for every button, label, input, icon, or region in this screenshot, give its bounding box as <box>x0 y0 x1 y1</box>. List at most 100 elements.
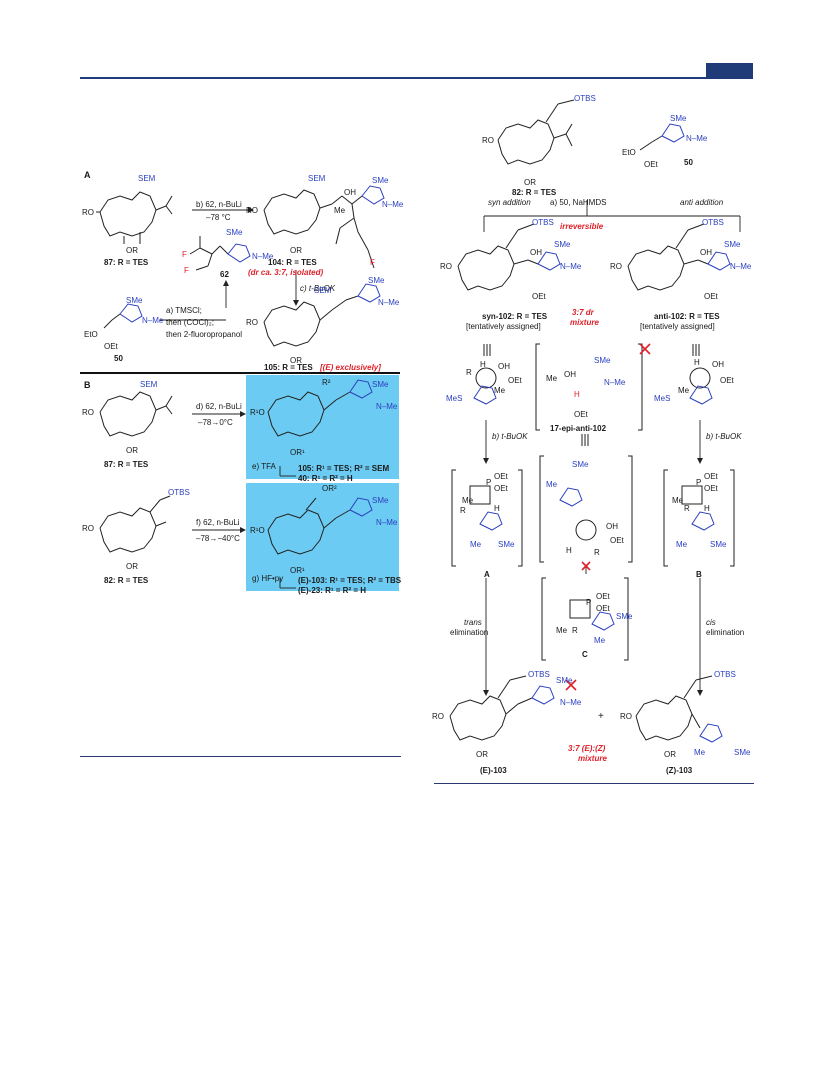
f-label-104: F <box>370 258 375 267</box>
me-label-104: Me <box>334 206 346 215</box>
nme-label-50a: N–Me <box>142 316 164 325</box>
nme-label-105: N–Me <box>378 298 400 307</box>
step-a-line2: then (COCl)₂; <box>166 318 215 327</box>
mes-label-newman-right: MeS <box>654 394 671 403</box>
f-label-62b: F <box>184 266 189 275</box>
sme-label-b: SMe <box>710 540 727 549</box>
ro-label-82: RO <box>482 136 494 145</box>
step-a-right: a) 50, NaHMDS <box>550 198 607 207</box>
sem-label-87: SEM <box>138 174 156 183</box>
intermediate-b-label: B <box>696 570 702 579</box>
anti-102 <box>627 223 731 291</box>
product-40-line: 40: R¹ = R² = H <box>298 474 353 483</box>
ro-label-e103: RO <box>432 712 444 721</box>
panel-a-letter: A <box>84 170 91 180</box>
or-label-104: OR <box>290 246 302 255</box>
step-g-reagents: g) HF•py <box>252 574 284 583</box>
header-tab <box>706 63 753 77</box>
step-f-temp: –78→−40°C <box>196 534 240 543</box>
sme-label-50a: SMe <box>126 296 143 305</box>
oh-label-epi: OH <box>564 370 576 379</box>
r-label-b: R <box>684 504 690 513</box>
intermediate-a-label: A <box>484 570 490 579</box>
compound-82-b-caption: 82: R = TES <box>104 576 149 585</box>
otbs-label-82: OTBS <box>574 94 596 103</box>
oh-label-mid: OH <box>606 522 618 531</box>
oh-label-syn102: OH <box>530 248 542 257</box>
oet-label-newman-right: OEt <box>720 376 734 385</box>
r2-label-40: R² <box>322 378 331 387</box>
step-b-reagents: b) 62, n-BuLi <box>196 200 242 209</box>
nme-label-e103: N–Me <box>560 698 582 707</box>
or2-label-23: OR² <box>322 484 337 493</box>
me-label-mid: Me <box>546 480 558 489</box>
oet-label-mid: OEt <box>610 536 624 545</box>
epi-102-caption: 17-epi-anti-102 <box>550 424 607 433</box>
cis-elimination-label: elimination <box>706 628 745 637</box>
left-footer-rule <box>80 756 401 757</box>
ro-label-87b: RO <box>82 408 94 417</box>
oet-label-epi: OEt <box>574 410 588 419</box>
step-c-reagents: c) t-BuOK <box>300 284 336 293</box>
r1o-label-40: R¹O <box>250 408 265 417</box>
f-label-62a: F <box>182 250 187 259</box>
step-f-reagents: f) 62, n-BuLi <box>196 518 240 527</box>
sme-label-104: SMe <box>372 176 389 185</box>
otbs-label-anti102: OTBS <box>702 218 724 227</box>
trans-elimination-label: elimination <box>450 628 489 637</box>
ro-label-105: RO <box>246 318 258 327</box>
sme-label-mid: SMe <box>572 460 589 469</box>
step-d-reagents: d) 62, n-BuLi <box>196 402 242 411</box>
or-label-82b: OR <box>126 562 138 571</box>
syn-102-caption: syn-102: R = TES <box>482 312 548 321</box>
sme-label-40: SMe <box>372 380 389 389</box>
step-a-line1: a) TMSCl; <box>166 306 202 315</box>
reagent-50-left <box>103 303 143 329</box>
me-label-newman-right: Me <box>678 386 690 395</box>
sem-label-105: SEM <box>314 286 332 295</box>
step-b-left-right-col: b) t-BuOK <box>492 432 528 441</box>
nme-label-epi: N–Me <box>604 378 626 387</box>
dr-mix-line2: mixture <box>570 318 599 327</box>
ro-label-anti102: RO <box>610 262 622 271</box>
r1o-label-23: R¹O <box>250 526 265 535</box>
or-label-105: OR <box>290 356 302 365</box>
me-label-epi: Me <box>546 374 558 383</box>
me-label-a-pyrazole: Me <box>470 540 482 549</box>
eto-label-50a: EtO <box>84 330 98 339</box>
oh-label-104: OH <box>344 188 356 197</box>
anti-addition-label: anti addition <box>680 198 724 207</box>
macrocycle-82-top <box>497 99 575 165</box>
me-label-c-pyrazole: Me <box>594 636 606 645</box>
r-label-newman-left: R <box>466 368 472 377</box>
right-footer-rule <box>434 783 754 784</box>
me-label-z103: Me <box>694 748 706 757</box>
panel-divider <box>80 372 400 374</box>
nme-label-40: N–Me <box>376 402 398 411</box>
oh-label-newman-left: OH <box>498 362 510 371</box>
syn-addition-label: syn addition <box>488 198 531 207</box>
macrocycle-82-b <box>99 495 171 553</box>
oet-label-anti102: OEt <box>704 292 718 301</box>
oet-label-c: OEt <box>596 592 610 601</box>
me-label-c: Me <box>556 626 568 635</box>
otbs-label-e103: OTBS <box>528 670 550 679</box>
step-b-temp: –78 °C <box>206 213 231 222</box>
oet-label-a: OEt <box>494 472 508 481</box>
or-label-87b: OR <box>126 446 138 455</box>
h-label-newman-right: H <box>694 358 700 367</box>
sme-label-23: SMe <box>372 496 389 505</box>
oet-label-50r: OEt <box>644 160 658 169</box>
nme-label-23: N–Me <box>376 518 398 527</box>
macrocycle-104 <box>263 185 385 269</box>
forbidden-cross-1 <box>639 343 651 355</box>
macrocycle-87-b <box>99 391 173 437</box>
anti-102-caption: anti-102: R = TES <box>654 312 720 321</box>
eto-label-50r: EtO <box>622 148 636 157</box>
sme-label-c: SMe <box>616 612 633 621</box>
irreversible-note: irreversible <box>560 222 604 231</box>
step-d-temp: –78→0°C <box>198 418 233 427</box>
anti-102-tentative: [tentatively assigned] <box>640 322 715 331</box>
nme-label-104: N–Me <box>382 200 404 209</box>
